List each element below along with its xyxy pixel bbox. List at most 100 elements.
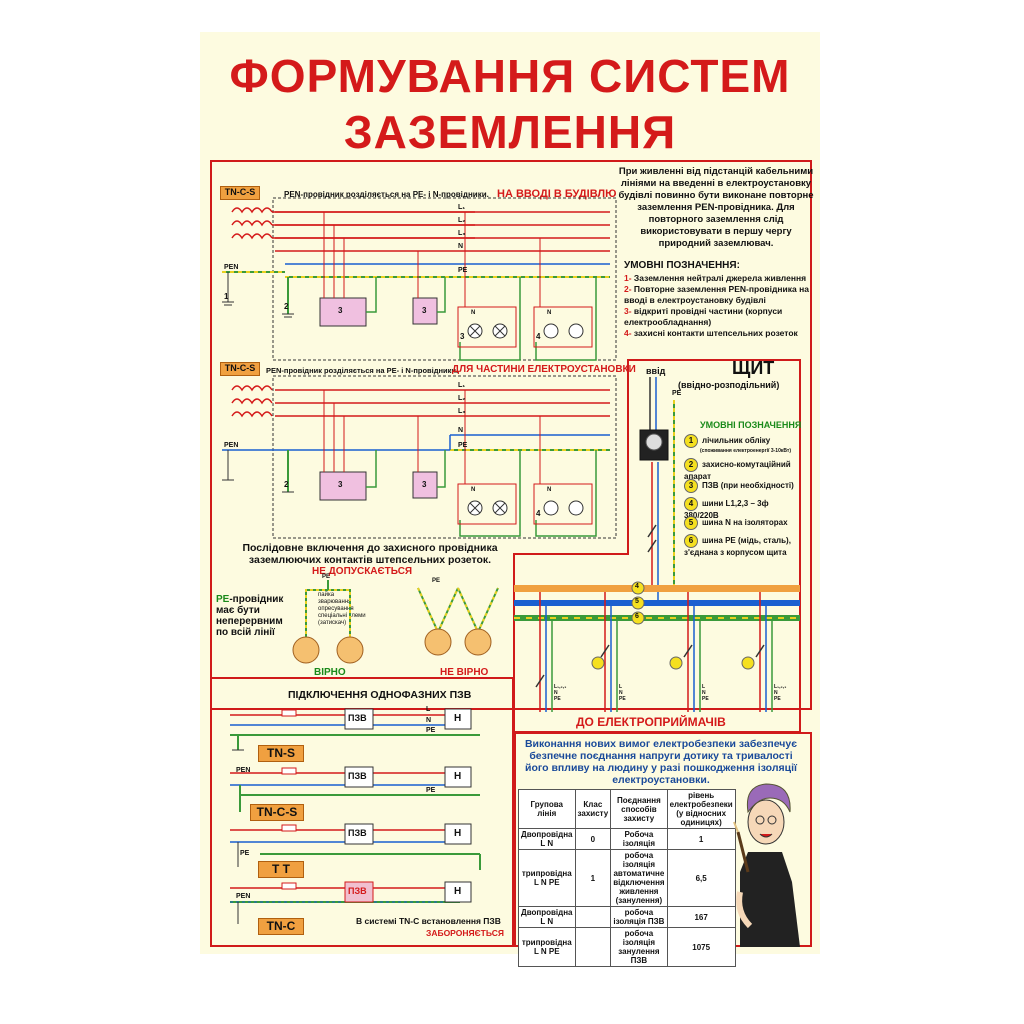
- rcd-heading: ПІДКЛЮЧЕННЯ ОДНОФАЗНИХ ПЗВ: [288, 689, 472, 701]
- info-legend-item-4: 4- захисні контакти штепсельних розеток: [624, 328, 798, 338]
- bus-num-6: 6: [635, 613, 639, 620]
- shield-pe-label: PE: [672, 390, 682, 397]
- shield-title: ЩИТ: [732, 358, 775, 378]
- d1-l3-label: L₃: [458, 230, 466, 237]
- pe-continuity-note: PE-провідник має бути неперервним по всі…: [216, 594, 284, 638]
- rcd-load-3: H: [454, 828, 462, 839]
- rcd-load-1: H: [454, 713, 462, 724]
- d2-num-4: 4: [536, 509, 541, 518]
- diagram1-caption: PEN-провідник розділяється на PE- і N-пр…: [284, 190, 489, 199]
- rcd-wire-pe-1: PE: [426, 727, 436, 734]
- d2-l2-label: L₂: [458, 395, 466, 402]
- d1-num-3b: 3: [422, 306, 427, 315]
- teacher-illustration: [733, 783, 800, 947]
- d1-l1-label: L₁: [458, 204, 466, 211]
- poster-title-line1: ФОРМУВАННЯ СИСТЕМ: [229, 50, 791, 102]
- diagram2-schematic: [222, 375, 617, 539]
- rcd-load-4: H: [454, 886, 462, 897]
- tnc-forbidden: ЗАБОРОНЯЄТЬСЯ: [426, 928, 504, 938]
- rcd-frame: [210, 677, 514, 947]
- tncs-badge-2: TN-C-S: [220, 362, 260, 376]
- shield-legend-title: УМОВНІ ПОЗНАЧЕННЯ: [700, 420, 802, 430]
- top-frame: [210, 160, 812, 710]
- table-cell: 1075: [666, 927, 736, 967]
- protection-table: Групова лінія Клас захисту Поєднання спо…: [518, 789, 736, 967]
- rcd-wire-l-1: L: [426, 706, 431, 713]
- table-cell: 6,5: [666, 849, 736, 907]
- info-legend-title: УМОВНІ ПОЗНАЧЕННЯ:: [624, 260, 740, 271]
- rcd-wire-pe-3: PE: [240, 850, 250, 857]
- system-badge-tncs: TN-C-S: [250, 804, 304, 821]
- d1-num-3c: 3: [460, 332, 465, 341]
- d2-pen-label: PEN: [224, 442, 239, 449]
- info-text: При живленні від підстанцій кабельними л…: [618, 166, 814, 249]
- d1-socket-n2: N: [547, 310, 552, 316]
- table-header-cell: Поєднання способів захисту: [610, 789, 668, 829]
- table-header-row: Групова лінія Клас захисту Поєднання спо…: [518, 789, 736, 829]
- rcd-schematics: [230, 708, 481, 924]
- bus-num-5: 5: [635, 598, 639, 605]
- tnc-note: В системі TN-C встановлення ПЗВ: [356, 916, 501, 926]
- table-cell: трипровідна L N PE: [518, 927, 576, 967]
- sockets-heading: Послідовне включення до захисного провід…: [242, 542, 498, 566]
- table-cell: робоча ізоляція занулення ПЗВ: [610, 927, 668, 967]
- table-cell: робоча ізоляція ПЗВ: [610, 906, 668, 928]
- info-legend-item-1: 1- Заземлення нейтралі джерела живлення: [624, 273, 807, 283]
- diagram2-heading: ДЛЯ ЧАСТИНИ ЕЛЕКТРОУСТАНОВКИ: [452, 364, 636, 375]
- table-cell: [574, 927, 612, 967]
- rcd-wire-pe-2: PE: [426, 787, 436, 794]
- d2-l1-label: L₁: [458, 382, 466, 389]
- bus-num-4: 4: [635, 583, 639, 590]
- diagram1-schematic: [222, 197, 617, 361]
- d2-num-2: 2: [284, 480, 289, 489]
- d1-num-4: 4: [536, 332, 541, 341]
- d2-pe-label: PE: [458, 442, 468, 449]
- poster: ФОРМУВАННЯ СИСТЕМ ЗАЗЕМЛЕННЯ TN-C-S PEN-…: [200, 32, 820, 967]
- d1-socket-n1: N: [471, 310, 476, 316]
- system-badge-tt: T T: [258, 861, 304, 878]
- correct-label: ВІРНО: [314, 667, 346, 678]
- poster-title-line2: ЗАЗЕМЛЕННЯ: [343, 106, 677, 158]
- diagram1-heading: НА ВВОДІ В БУДІВЛЮ: [497, 188, 617, 200]
- rcd-wire-pen-2: PEN: [236, 767, 251, 774]
- rcd-wire-n-1: N: [426, 717, 432, 724]
- rcd-load-2: H: [454, 771, 462, 782]
- d2-num-3: 3: [338, 480, 343, 489]
- d1-n-label: N: [458, 243, 464, 250]
- d1-pen-label: PEN: [224, 264, 239, 271]
- rcd-device-3: ПЗВ: [348, 828, 367, 838]
- system-badge-tns: TN-S: [258, 745, 304, 762]
- table-row: трипровідна L N PE 1 робоча ізоляція авт…: [518, 849, 736, 907]
- d2-num-3b: 3: [422, 480, 427, 489]
- d2-l3-label: L₃: [458, 408, 466, 415]
- shield-schematic: [514, 377, 800, 712]
- info-legend-item-3: 3- відкриті провідні частини (корпуси ел…: [624, 306, 783, 327]
- rcd-wire-pen-4: PEN: [236, 893, 251, 900]
- d2-n-label: N: [458, 427, 464, 434]
- rcd-device-2: ПЗВ: [348, 771, 367, 781]
- d1-num-2: 2: [284, 302, 289, 311]
- d1-pe-label: PE: [458, 267, 468, 274]
- info-legend: 1- Заземлення нейтралі джерела живлення …: [624, 273, 814, 339]
- table-cell: робоча ізоляція автоматичне відключення …: [610, 849, 668, 907]
- rcd-device-1: ПЗВ: [348, 713, 367, 723]
- pe-tag-correct: PE: [322, 574, 331, 580]
- pe-tag-wrong: PE: [432, 578, 441, 584]
- table-header-cell: рівень електробезпеки (у відносних одини…: [666, 789, 736, 829]
- d1-l2-label: L₂: [458, 217, 466, 224]
- shield-bottom-caption: ДО ЕЛЕКТРОПРИЙМАЧІВ: [576, 715, 726, 729]
- diagram2-caption: PEN-провідник розділяється на PE- і N-пр…: [266, 366, 459, 375]
- d2-socket-n1: N: [471, 487, 476, 493]
- tncs-badge-1: TN-C-S: [220, 186, 260, 200]
- rcd-device-4: ПЗВ: [348, 886, 367, 896]
- table-row: Двопровідна L N робоча ізоляція ПЗВ 167: [518, 906, 736, 928]
